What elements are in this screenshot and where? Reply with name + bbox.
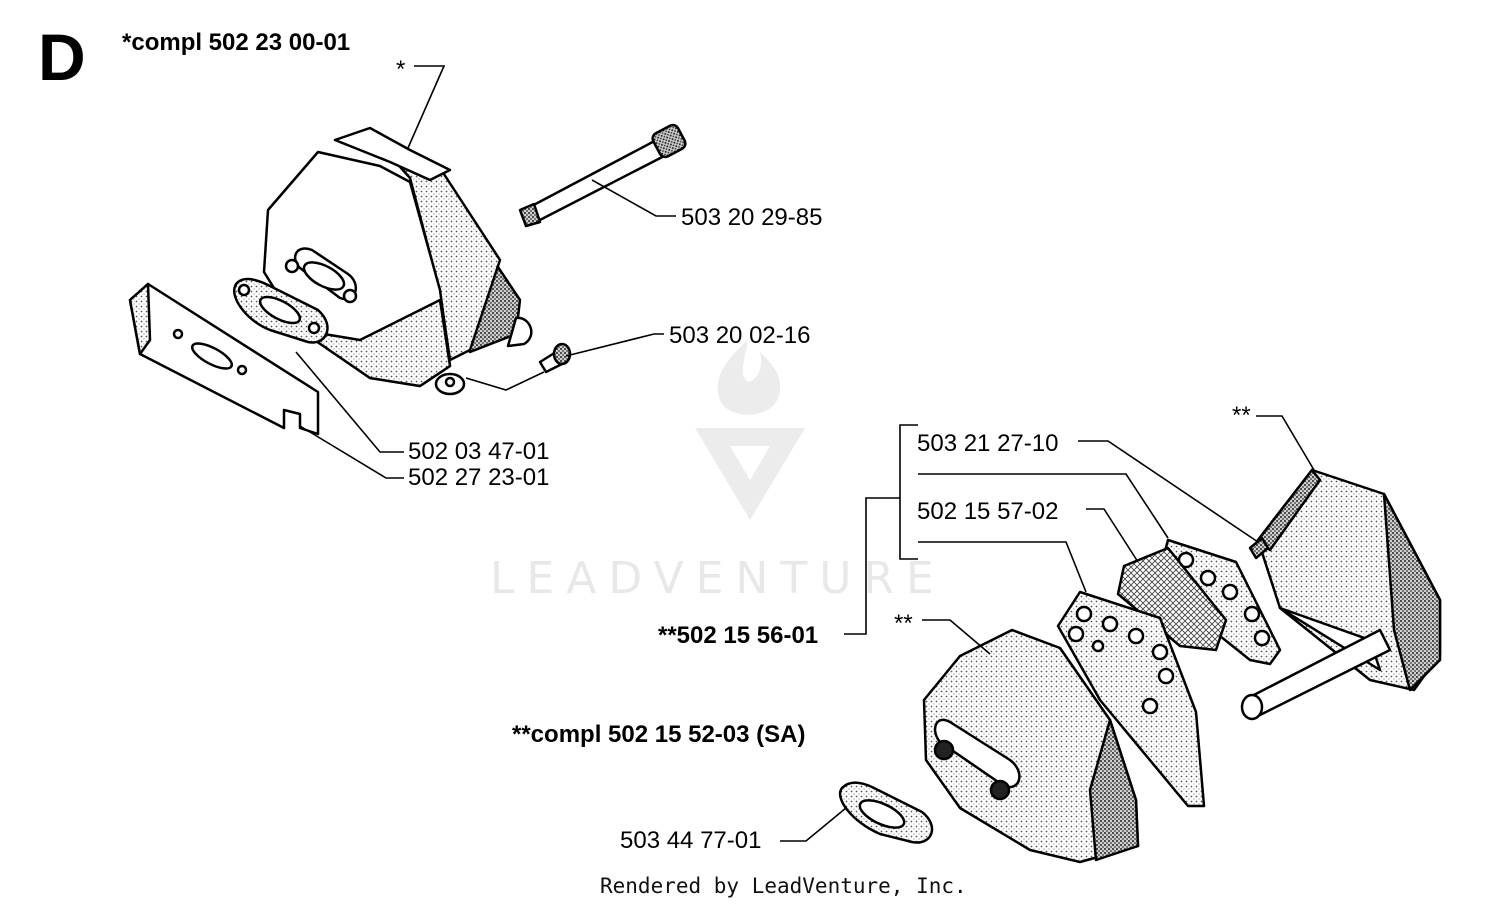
long-bolt	[518, 123, 687, 228]
upper-gasket	[232, 277, 329, 344]
upper-muffler-assembly	[128, 123, 687, 436]
section-letter: D	[38, 20, 86, 94]
render-credit: Rendered by LeadVenture, Inc.	[600, 874, 967, 898]
lower-star-marker-left: **	[894, 610, 913, 637]
part-label-heat-shield[interactable]: 502 27 23-01	[408, 464, 550, 491]
heat-shield-plate	[128, 282, 320, 436]
leader-lines	[295, 65, 1315, 842]
upper-star-marker: *	[396, 56, 406, 83]
part-label-small-gasket[interactable]: 503 44 77-01	[620, 827, 762, 854]
large-gasket-plate	[1056, 590, 1206, 808]
watermark-text: LEADVENTURE	[490, 553, 946, 604]
part-label-long-bolt[interactable]: 503 20 29-85	[681, 204, 823, 231]
upper-assembly-label: *compl 502 23 00-01	[122, 29, 351, 56]
small-gasket	[839, 781, 934, 844]
lower-muffler-assembly	[839, 468, 1442, 864]
rear-cover	[1240, 468, 1442, 721]
part-label-screw[interactable]: 503 21 27-10	[917, 430, 1059, 457]
small-bolt	[538, 342, 572, 374]
part-label-screen[interactable]: 502 15 57-02	[917, 498, 1059, 525]
lower-middle-assembly-label: **502 15 56-01	[658, 622, 819, 649]
part-label-small-bolt[interactable]: 503 20 02-16	[669, 322, 811, 349]
part-label-upper-gasket[interactable]: 502 03 47-01	[408, 438, 550, 465]
lower-assembly-label: **compl 502 15 52-03 (SA)	[512, 721, 806, 748]
lower-star-marker-right: **	[1232, 402, 1251, 429]
watermark-logo	[695, 340, 805, 520]
front-cover	[922, 628, 1140, 864]
spark-arrestor-screen	[1116, 546, 1228, 652]
